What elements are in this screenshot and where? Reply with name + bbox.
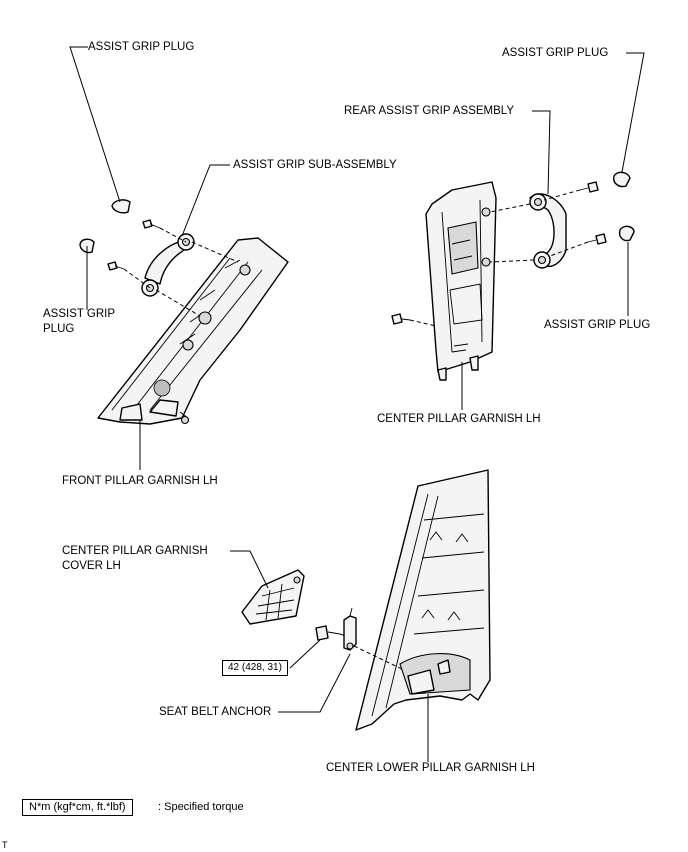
label-seat-belt-anchor: SEAT BELT ANCHOR [159, 706, 272, 718]
center-pillar-garnish-lh [425, 181, 497, 381]
label-center-pillar-garnish-lh: CENTER PILLAR GARNISH LH [377, 413, 541, 425]
label-assist-grip-plug-top-left: ASSIST GRIP PLUG [88, 41, 195, 53]
front-pillar-garnish-lh [97, 237, 289, 425]
corner-mark: T [2, 840, 8, 850]
label-assist-grip-plug-top-right: ASSIST GRIP PLUG [502, 47, 609, 59]
torque-value-box: 42 (428, 31) [222, 660, 288, 676]
label-center-lower-pillar-garnish-lh: CENTER LOWER PILLAR GARNISH LH [326, 762, 535, 774]
label-assist-grip-sub-assembly: ASSIST GRIP SUB-ASSEMBLY [233, 159, 397, 171]
assist-grip-plugs-rear [612, 171, 635, 242]
assist-grip-bolts-front [107, 219, 161, 271]
label-center-pillar-garnish-cover-lh: CENTER PILLAR GARNISH COVER LH [62, 545, 208, 572]
center-lower-pillar-garnish-lh [355, 469, 491, 731]
assist-grip-bolts-rear [391, 181, 607, 325]
legend-torque-units: N*m (kgf*cm, ft.*lbf) [22, 799, 133, 816]
label-assist-grip-plug-right: ASSIST GRIP PLUG [544, 319, 651, 331]
legend-description: : Specified torque [158, 801, 244, 813]
seat-belt-anchor-bolt [315, 625, 341, 641]
label-rear-assist-grip-assembly: REAR ASSIST GRIP ASSEMBLY [344, 105, 515, 117]
label-front-pillar-garnish-lh: FRONT PILLAR GARNISH LH [62, 475, 218, 487]
assist-grip-sub-assembly [141, 233, 195, 297]
seat-belt-anchor-part [343, 607, 357, 651]
center-pillar-garnish-cover-lh [241, 569, 305, 625]
assist-grip-plugs-front [79, 199, 131, 254]
label-assist-grip-plug-left: ASSIST GRIP PLUG [43, 308, 116, 335]
rear-assist-grip-assembly [529, 193, 567, 269]
